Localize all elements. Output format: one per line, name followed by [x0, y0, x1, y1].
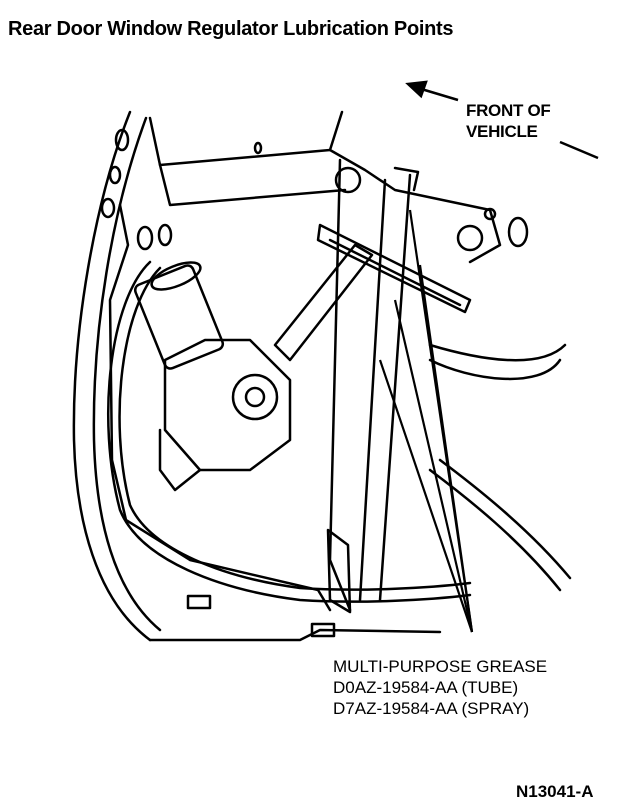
hole: [253, 141, 263, 155]
sash-channel-inner: [328, 238, 462, 307]
motor-connector: [158, 428, 202, 492]
guide-rail-right: [378, 173, 412, 602]
clip-right: [310, 622, 336, 638]
trim-cable: [107, 260, 472, 603]
inner-frame-lower: [158, 163, 347, 207]
door-inner-edge: [92, 116, 162, 632]
pivot-right: [456, 224, 484, 252]
front-label-line1: FRONT OF: [466, 101, 551, 120]
grease-leader-4: [378, 359, 474, 633]
motor-gearbox: [163, 338, 292, 472]
door-lower-edge: [148, 628, 442, 642]
grease-callout: MULTI-PURPOSE GREASE D0AZ-19584-AA (TUBE…: [333, 656, 547, 719]
hole: [114, 128, 130, 152]
hole: [157, 223, 173, 247]
grease-callout-line1: MULTI-PURPOSE GREASE: [333, 657, 548, 676]
top-bracket: [328, 148, 502, 264]
guide-rail-mid: [358, 178, 387, 602]
diagram-title: Rear Door Window Regulator Lubrication P…: [8, 18, 454, 40]
motor-body: [133, 264, 225, 370]
inner-frame: [148, 110, 344, 167]
grease-leader-3: [418, 264, 474, 633]
hole: [100, 197, 116, 219]
trim-cable-right: [428, 358, 562, 381]
front-arrow-shaft: [417, 86, 459, 102]
front-arrow-head: [405, 80, 428, 99]
guide-rail-top: [393, 166, 420, 192]
hole: [507, 216, 529, 248]
pivot-left: [334, 166, 362, 194]
grease-leader-1: [393, 299, 474, 633]
vehicle-leader-line: [559, 140, 599, 160]
guide-rail-left: [328, 158, 352, 612]
grease-callout-line3: D7AZ-19584-AA (SPRAY): [333, 699, 530, 718]
trim-cable-inner: [118, 266, 472, 591]
front-of-vehicle-label: FRONT OF VEHICLE: [466, 100, 551, 142]
clip-left: [186, 594, 212, 610]
glass-run-channel: [428, 468, 562, 592]
inner-panel-edge: [108, 203, 332, 612]
glass-run-channel2: [438, 458, 572, 580]
lower-bracket: [326, 528, 352, 614]
front-label-line2: VEHICLE: [466, 122, 538, 141]
lift-arm: [273, 243, 374, 362]
grease-callout-line2: D0AZ-19584-AA (TUBE): [333, 678, 519, 697]
trim-cable-right2: [428, 343, 567, 362]
pivot-right-hole: [483, 207, 497, 221]
hole: [108, 165, 122, 185]
hole: [136, 225, 154, 251]
drive-gear: [231, 373, 279, 421]
drive-gear-center: [244, 386, 266, 408]
figure-id: N13041-A: [516, 782, 594, 801]
door-outer-panel: [72, 110, 152, 642]
motor-end-cap: [150, 261, 202, 291]
